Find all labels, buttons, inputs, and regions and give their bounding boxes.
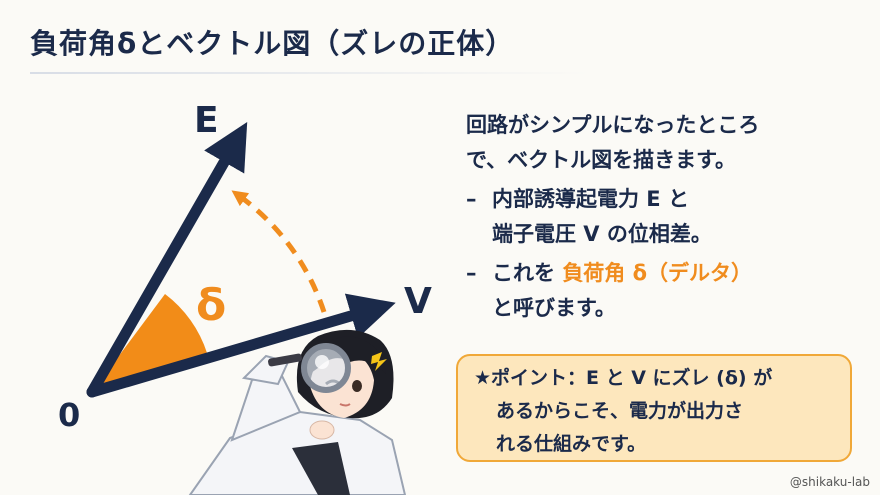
bullet-dash: – (466, 187, 477, 211)
callout-line-1: ★ポイント：E と V にズレ (δ) が (474, 367, 773, 389)
phasor-diagram: E V 0 δ (58, 100, 432, 434)
credit-handle: @shikaku-lab (789, 475, 870, 489)
explanation-line-2: で、ベクトル図を描きます。 (466, 148, 737, 172)
load-angle-wedge (92, 294, 207, 392)
rotation-arc (231, 190, 327, 313)
bullet2-highlight: 負荷角 δ（デルタ） (562, 261, 753, 285)
title-divider (30, 72, 590, 74)
label-e: E (194, 100, 219, 141)
bullet2-line2: と呼びます。 (492, 296, 616, 320)
bullet-phase-difference: – 内部誘導起電力 E と 端子電圧 V の位相差。 (466, 182, 866, 252)
bullet-dash: – (466, 261, 477, 285)
bullet-text: 内部誘導起電力 E と 端子電圧 V の位相差。 (492, 182, 712, 252)
vector-v (86, 293, 396, 398)
callout-line-3: れる仕組みです。 (496, 433, 647, 455)
explanation-text: 回路がシンプルになったところ で、ベクトル図を描きます。 – 内部誘導起電力 E… (466, 108, 866, 326)
page-title: 負荷角δとベクトル図（ズレの正体） (30, 27, 515, 60)
callout-line-2: あるからこそ、電力が出力さ (496, 400, 744, 422)
label-v: V (404, 281, 432, 322)
label-origin: 0 (58, 396, 80, 434)
bullet-text: これを 負荷角 δ（デルタ） と呼びます。 (492, 256, 752, 326)
label-delta: δ (196, 280, 226, 331)
vector-e (86, 121, 248, 398)
bullet1-line2: 端子電圧 V の位相差。 (492, 222, 712, 246)
point-callout: ★ポイント：E と V にズレ (δ) が あるからこそ、電力が出力さ れる仕組… (456, 354, 852, 462)
bullet2-prefix: これを (492, 261, 563, 285)
bullet1-line1: 内部誘導起電力 E と (492, 187, 689, 211)
bullet-load-angle: – これを 負荷角 δ（デルタ） と呼びます。 (466, 256, 866, 326)
explanation-line-1: 回路がシンプルになったところ (466, 113, 760, 137)
